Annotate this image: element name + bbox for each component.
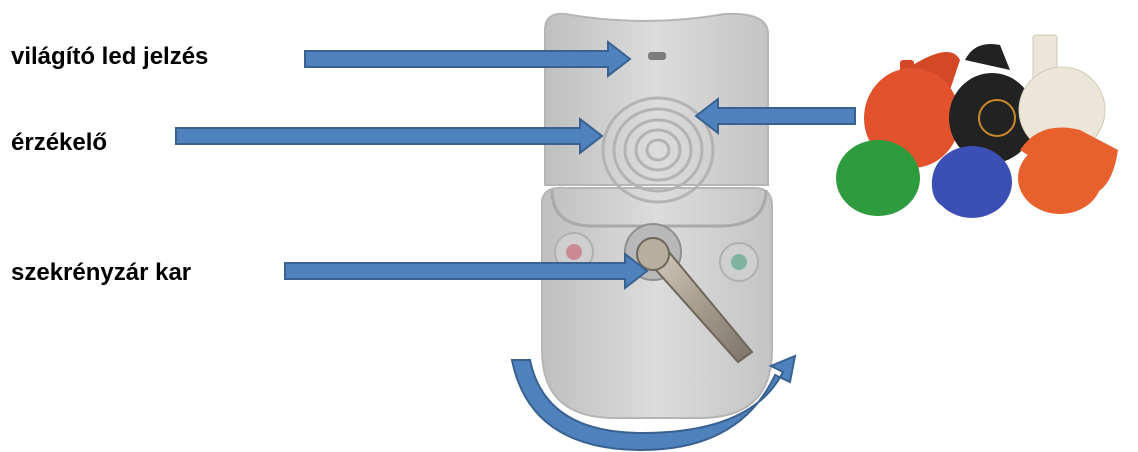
arrow-to-sensor xyxy=(176,119,602,153)
led-indicator-icon xyxy=(648,52,666,60)
rfid-wristbands-image xyxy=(832,28,1128,246)
locker-lock-device xyxy=(542,14,772,418)
green-indicator-icon xyxy=(731,254,747,270)
red-indicator-icon xyxy=(566,244,582,260)
